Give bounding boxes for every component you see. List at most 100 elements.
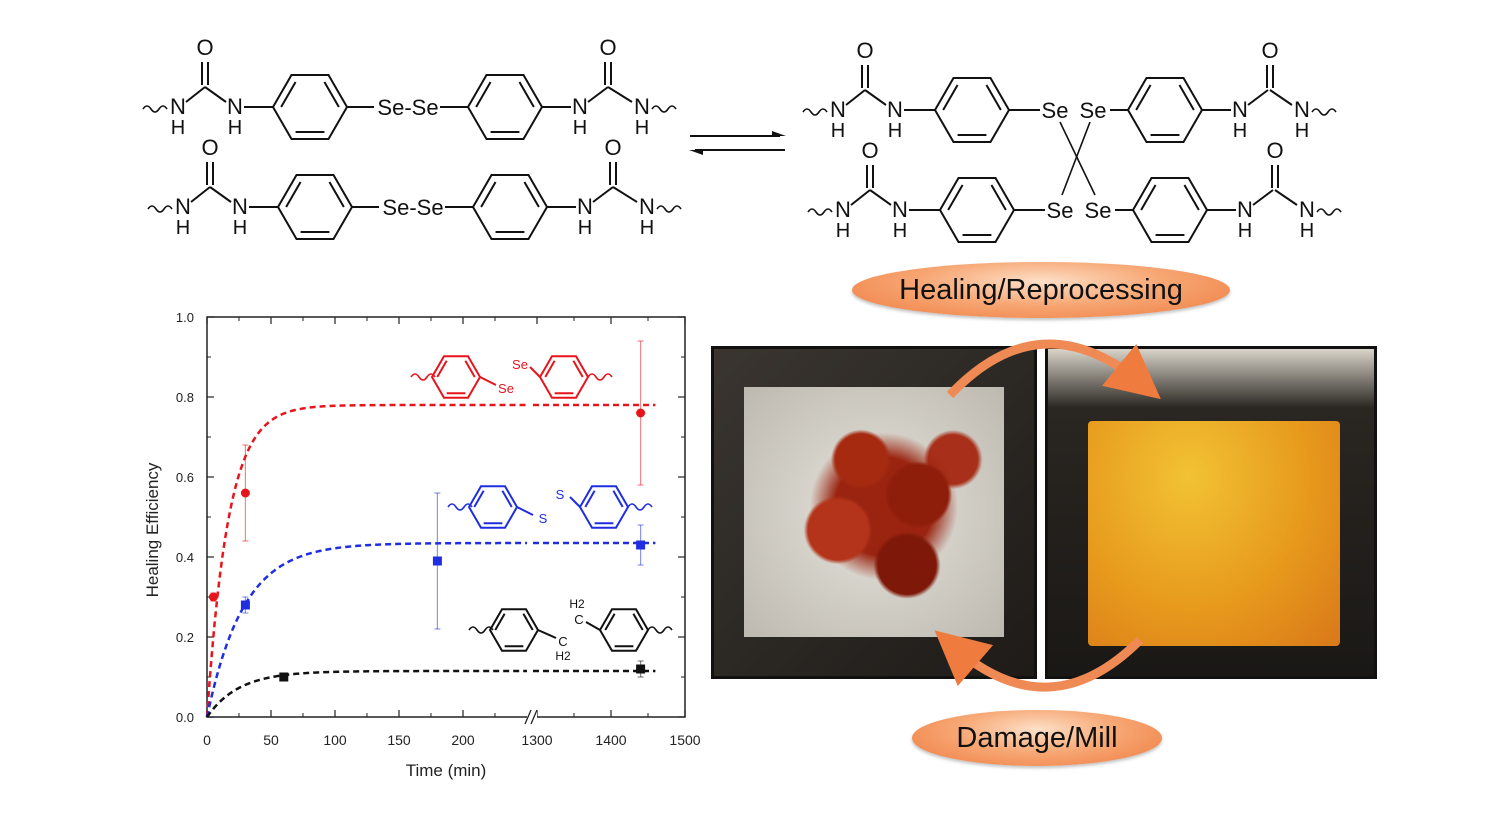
double-bond <box>990 184 1007 211</box>
bond <box>850 189 871 206</box>
double-bond <box>523 181 540 208</box>
atom-label: O <box>604 135 621 160</box>
bond <box>612 186 638 203</box>
bond <box>587 86 609 103</box>
atom-label: H <box>573 117 587 139</box>
heteroatom-label: Se <box>498 381 514 396</box>
data-point-diselenide <box>208 592 218 602</box>
bond <box>204 86 227 103</box>
wavy-bond <box>647 626 673 634</box>
se-atom: Se <box>1080 98 1107 123</box>
atom-label: O <box>1266 138 1283 163</box>
wavy-bond <box>587 373 613 381</box>
benzene-ring <box>488 608 540 652</box>
heteroatom-label: S <box>556 487 565 502</box>
arrowhead-icon <box>689 150 703 155</box>
atom-label: H <box>836 220 850 242</box>
double-bond <box>572 360 584 378</box>
atom-label: H <box>578 217 592 239</box>
double-bond <box>985 84 1002 111</box>
bond <box>537 629 557 639</box>
orange-film <box>1088 421 1340 646</box>
atom-label: N <box>639 194 655 219</box>
atom-label: N <box>175 194 191 219</box>
atom-label: H <box>176 217 190 239</box>
wavy-bond <box>410 373 436 381</box>
bond <box>1247 89 1269 106</box>
fit-curve-diselenide <box>205 403 656 718</box>
atom-label: N <box>634 94 650 119</box>
y-tick-label: 1.0 <box>176 310 194 325</box>
bond <box>864 89 887 106</box>
benzene-ring <box>1126 76 1204 144</box>
atom-label: H <box>888 120 902 142</box>
wavy-bond <box>802 108 828 116</box>
data-point-ethylene <box>636 664 646 674</box>
bond <box>585 621 601 631</box>
x-tick-label: 1400 <box>595 732 626 748</box>
benzene-ring <box>466 73 544 141</box>
photo-healed-film <box>1045 346 1377 679</box>
data-point-ethylene <box>279 672 289 682</box>
double-bond <box>436 360 448 378</box>
atom-label: H <box>1238 220 1252 242</box>
bond <box>1269 89 1293 106</box>
se-se-cross-bond <box>1061 121 1091 196</box>
atom-label: O <box>856 38 873 63</box>
double-bond <box>285 181 302 208</box>
red-polymer-pieces <box>769 389 999 624</box>
wavy-bond <box>147 205 173 213</box>
x-tick-label: 200 <box>451 732 475 748</box>
double-bond <box>604 613 616 631</box>
bond <box>209 186 232 203</box>
x-tick-label: 1500 <box>669 732 700 748</box>
double-bond <box>612 490 624 508</box>
x-tick-label: 0 <box>203 732 211 748</box>
atom-label: H <box>233 217 247 239</box>
atom-label: H <box>635 117 649 139</box>
wavy-bond <box>651 105 677 113</box>
atom-label: N <box>1237 197 1253 222</box>
double-bond <box>494 613 506 631</box>
data-point-diselenide <box>240 488 250 498</box>
y-tick-label: 0.4 <box>176 550 194 565</box>
double-bond <box>522 613 534 631</box>
benzene-ring <box>276 173 354 241</box>
atom-label: O <box>196 35 213 60</box>
x-tick-label: 150 <box>387 732 411 748</box>
heteroatom-label: Se <box>512 357 528 372</box>
y-tick-label: 0.8 <box>176 390 194 405</box>
double-bond <box>632 613 644 631</box>
c-label: C <box>574 612 583 627</box>
x-tick-label: 100 <box>323 732 347 748</box>
atom-label: N <box>1299 197 1315 222</box>
benzene-ring <box>933 76 1011 144</box>
bond <box>569 496 581 508</box>
bond <box>529 366 541 378</box>
benzene-ring <box>467 485 519 529</box>
atom-label: O <box>599 35 616 60</box>
benzene-ring <box>938 176 1016 244</box>
atom-label: H <box>640 217 654 239</box>
bond <box>516 506 534 516</box>
benzene-ring <box>271 73 349 141</box>
wavy-bond <box>627 503 653 511</box>
double-bond <box>1140 184 1157 211</box>
atom-label: N <box>170 94 186 119</box>
x-tick-label: 50 <box>263 732 279 748</box>
benzene-ring <box>1131 176 1209 244</box>
plot-frame <box>206 316 686 718</box>
double-bond <box>328 181 345 208</box>
double-bond <box>584 490 596 508</box>
arrowhead-icon <box>772 131 786 136</box>
bond <box>1252 189 1274 206</box>
double-bond <box>1135 84 1152 111</box>
se-se-label: Se-Se <box>377 95 438 120</box>
wavy-bond <box>807 208 833 216</box>
y-tick-label: 0.0 <box>176 710 194 725</box>
atom-label: O <box>861 138 878 163</box>
axis-break-gap <box>527 710 537 724</box>
